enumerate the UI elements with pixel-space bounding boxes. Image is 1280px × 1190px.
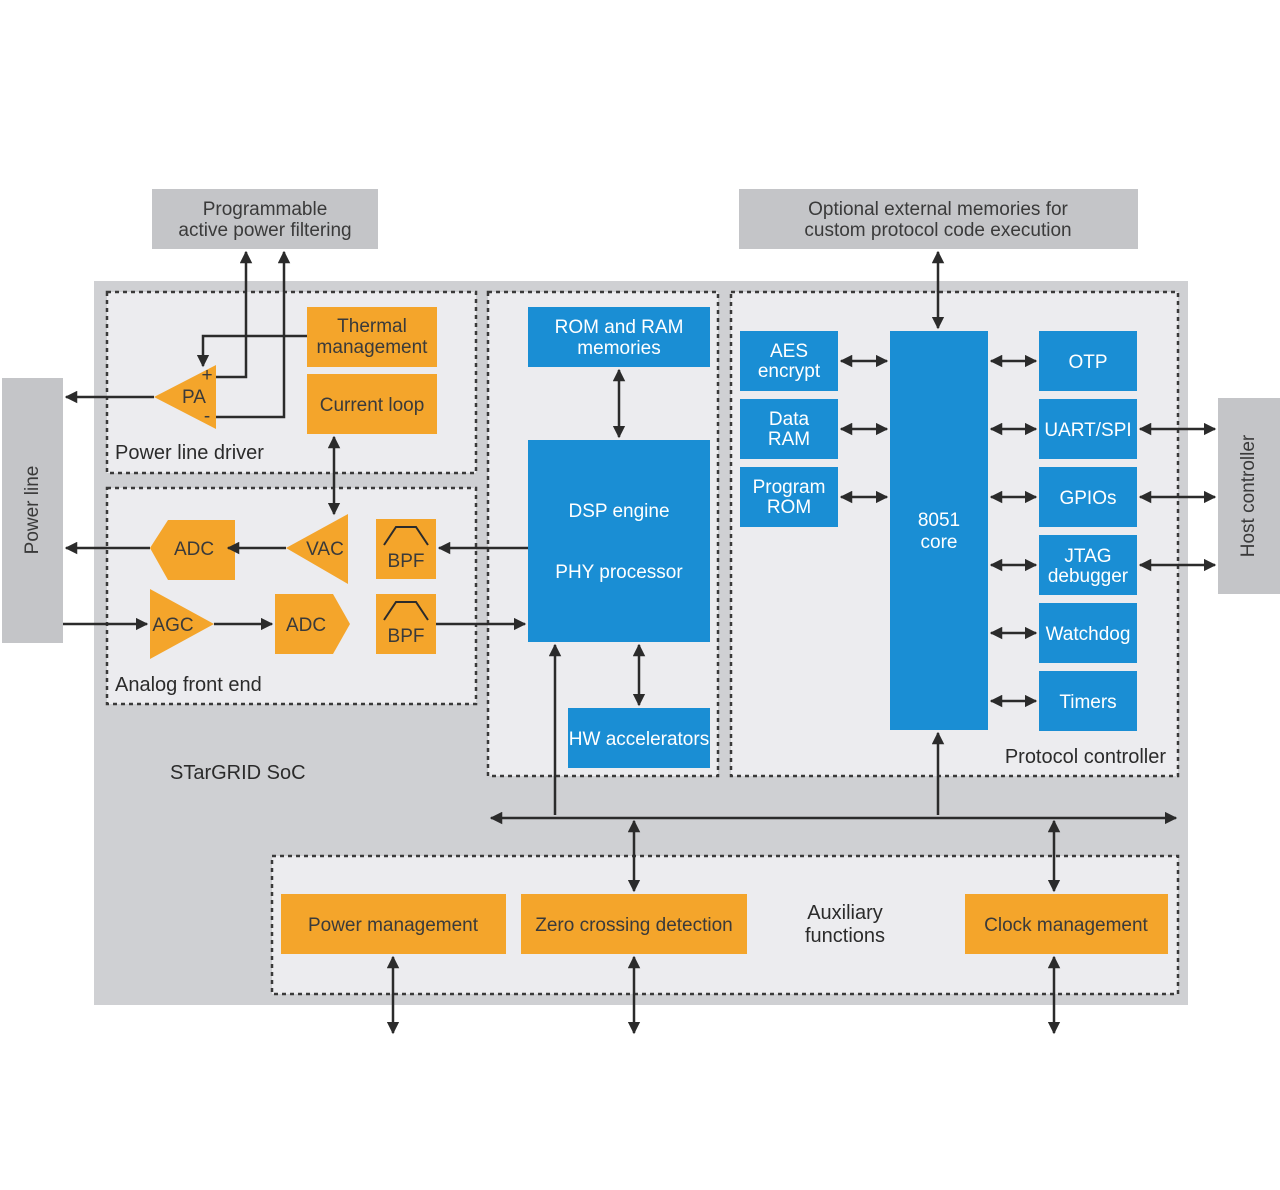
agc-amplifier: AGC	[150, 589, 214, 659]
analog-front-end-label: Analog front end	[115, 674, 262, 696]
rom-ram-line-2: memories	[577, 338, 660, 359]
bpf-bottom-block: BPF	[376, 594, 436, 654]
gpios-label: GPIOs	[1059, 488, 1116, 509]
jtag-line-2: debugger	[1048, 566, 1129, 587]
program-rom-line-2: ROM	[767, 497, 811, 518]
power-management-block: Power management	[281, 894, 506, 954]
zero-crossing-block: Zero crossing detection	[521, 894, 747, 954]
auxiliary-label-line-2: functions	[805, 925, 885, 947]
adc-bottom-label: ADC	[286, 615, 326, 636]
pa-amplifier: PA + -	[154, 365, 216, 429]
bpf-top-block: BPF	[376, 519, 436, 579]
aes-line-2: encrypt	[758, 361, 821, 382]
power-line-driver-label: Power line driver	[115, 442, 264, 464]
dsp-phy-block: DSP engine PHY processor	[528, 440, 710, 642]
bpf-bottom-label: BPF	[388, 626, 425, 647]
dsp-engine-label: DSP engine	[568, 501, 669, 522]
thermal-line-1: Thermal	[337, 316, 407, 337]
connections	[63, 250, 1217, 1035]
power-management-label: Power management	[308, 915, 479, 936]
power-filter-line-2: active power filtering	[178, 220, 351, 241]
host-controller-bar: Host controller	[1218, 398, 1280, 594]
core-line-2: core	[921, 532, 958, 553]
host-controller-label: Host controller	[1238, 434, 1259, 557]
thermal-to-pa-arrow	[196, 334, 307, 368]
jtag-debugger-block: JTAG debugger	[1039, 535, 1137, 595]
hw-accelerators-block: HW accelerators	[568, 708, 710, 768]
power-line-label: Power line	[22, 466, 43, 555]
uart-spi-label: UART/SPI	[1044, 420, 1131, 441]
adc-top-block: ADC	[150, 520, 235, 580]
aes-encrypt-block: AES encrypt	[740, 331, 838, 391]
otp-block: OTP	[1039, 331, 1137, 391]
external-power-filter: Programmable active power filtering	[152, 189, 378, 249]
zero-crossing-label: Zero crossing detection	[535, 915, 733, 936]
soc-label: STarGRID SoC	[170, 762, 306, 784]
timers-label: Timers	[1059, 692, 1116, 713]
pa-to-filter-arrow-1	[216, 250, 253, 379]
thermal-line-2: management	[317, 337, 429, 358]
rom-ram-memories-block: ROM and RAM memories	[528, 307, 710, 367]
data-ram-line-1: Data	[769, 409, 810, 430]
otp-label: OTP	[1068, 352, 1107, 373]
power-line-bar: Power line	[2, 378, 63, 643]
ext-mem-line-1: Optional external memories for	[808, 199, 1068, 220]
auxiliary-label-line-1: Auxiliary	[807, 902, 883, 924]
current-loop-label: Current loop	[320, 395, 425, 416]
pa-minus: -	[204, 406, 210, 427]
data-ram-block: Data RAM	[740, 399, 838, 459]
thermal-management-block: Thermal management	[307, 307, 437, 367]
uart-spi-block: UART/SPI	[1039, 399, 1137, 459]
vac-amplifier: VAC	[286, 514, 348, 584]
protocol-controller-label: Protocol controller	[1005, 746, 1167, 768]
pa-plus: +	[201, 365, 212, 386]
program-rom-line-1: Program	[753, 477, 826, 498]
aes-line-1: AES	[770, 341, 808, 362]
gpios-block: GPIOs	[1039, 467, 1137, 527]
jtag-line-1: JTAG	[1064, 546, 1111, 567]
pa-label: PA	[182, 387, 206, 408]
core-8051-block: 8051 core	[890, 331, 988, 730]
power-filter-line-1: Programmable	[203, 199, 328, 220]
watchdog-label: Watchdog	[1046, 624, 1131, 645]
data-ram-line-2: RAM	[768, 429, 810, 450]
phy-processor-label: PHY processor	[555, 562, 683, 583]
agc-label: AGC	[152, 615, 193, 636]
rom-ram-line-1: ROM and RAM	[555, 317, 684, 338]
bpf-top-label: BPF	[388, 551, 425, 572]
timers-block: Timers	[1039, 671, 1137, 731]
program-rom-block: Program ROM	[740, 467, 838, 527]
watchdog-block: Watchdog	[1039, 603, 1137, 663]
clock-management-label: Clock management	[984, 915, 1148, 936]
external-memories: Optional external memories for custom pr…	[739, 189, 1138, 249]
vac-label: VAC	[306, 539, 344, 560]
ext-mem-line-2: custom protocol code execution	[804, 220, 1071, 241]
pa-to-filter-arrow-2	[216, 250, 291, 419]
adc-top-label: ADC	[174, 539, 214, 560]
adc-bottom-block: ADC	[275, 594, 350, 654]
current-loop-block: Current loop	[307, 374, 437, 434]
core-line-1: 8051	[918, 510, 960, 531]
clock-management-block: Clock management	[965, 894, 1168, 954]
hw-accelerators-label: HW accelerators	[569, 729, 709, 750]
